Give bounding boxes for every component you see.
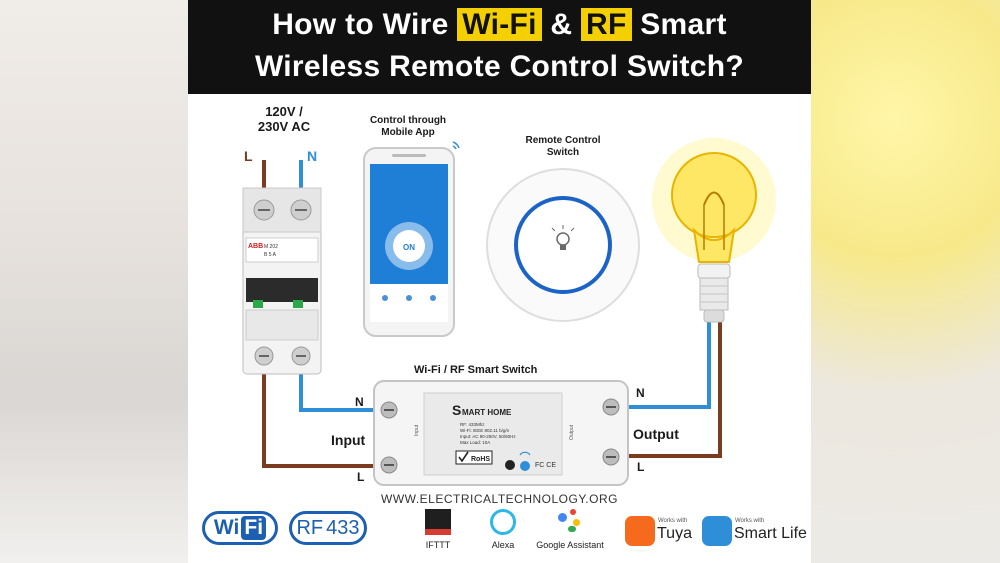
blurred-background-right [810,0,1000,563]
switch-spec: Max Load: 10A [460,440,490,445]
alexa-label: Alexa [491,540,515,550]
output-neutral-label: N [636,386,645,400]
remote-caption-line: Switch [546,147,580,158]
remote-control-switch [486,168,640,322]
phone-caption-line: Control through [369,115,447,126]
title-line-1: How to Wire Wi-Fi & RF Smart [188,8,811,42]
ifttt-logo: IFTTT [413,509,463,550]
title-rf-highlight: RF [581,8,632,41]
light-bulb [652,138,776,323]
wiring-diagram: ABB M 202 B 5 A ON [242,138,776,486]
website-url: WWW.ELECTRICALTECHNOLOGY.ORG [381,492,618,506]
switch-input-side-label: Input [414,424,420,436]
rf-logo-text: RF [296,516,324,539]
input-neutral-label: N [355,395,364,409]
google-assistant-label: Google Assistant [536,540,604,550]
tuya-icon [625,516,655,546]
rf-logo-text: 433 [326,516,360,539]
smart-life-label: Smart Life [734,525,807,542]
title-wifi-highlight: Wi-Fi [457,8,542,41]
phone-caption-line: Mobile App [381,127,435,138]
smart-life-works-with: Works with [735,518,765,524]
neutral-input-wire [299,372,383,412]
smartphone: ON [363,141,460,337]
rohs-mark: RoHS [471,456,490,463]
smart-switch-module: Input Output S MART HOME RF: 433Mhz Wi-F… [373,380,629,486]
switch-spec: RF: 433Mhz [460,422,485,427]
switch-spec: Input: AC 90-250V, 50/60Hz [460,434,516,439]
neutral-output-wire [623,322,711,409]
tuya-works-with: Works with [658,518,688,524]
google-assistant-logo: Google Assistant [530,509,610,550]
title-bar: How to Wire Wi-Fi & RF Smart Wireless Re… [188,0,811,94]
switch-spec: Wi-Fi: IEEE 802.11 b/g/n [460,428,510,433]
title-text: How to Wire [272,8,458,41]
switch-output-side-label: Output [569,424,575,440]
circuit-breaker: ABB M 202 B 5 A [242,187,322,375]
diagram-panel: How to Wire Wi-Fi & RF Smart Wireless Re… [188,0,811,563]
ce-mark: FC CE [535,462,556,469]
alexa-icon [490,509,516,535]
smart-switch-caption: Wi-Fi / RF Smart Switch [414,364,538,376]
wifi-logo-text: Wi [213,516,240,539]
wifi-logo-text: Fi [241,516,267,540]
title-text: & [541,8,582,41]
output-live-label: L [637,460,645,474]
tuya-label: Tuya [657,525,692,542]
supply-voltage-line: 120V / [265,104,303,119]
output-label: Output [633,426,679,442]
remote-caption: Remote Control Switch [503,135,623,159]
supply-live-label: L [244,148,253,164]
breaker-rating: B 5 A [264,252,277,258]
supply-neutral-label: N [307,148,318,164]
supply-voltage-label: 120V / 230V AC [252,104,316,134]
live-input-wire [262,372,383,468]
ifttt-label: IFTTT [425,540,451,550]
app-on-label: ON [403,243,415,252]
breaker-model: M 202 [264,244,278,250]
supply-voltage-line: 230V AC [257,119,311,134]
alexa-logo: Alexa [478,509,528,550]
ifttt-icon [425,509,451,535]
remote-caption-line: Remote Control [525,135,601,146]
phone-caption: Control through Mobile App [348,115,468,139]
smart-life-icon [702,516,732,546]
brand-name: MART HOME [462,408,512,417]
title-line-2: Wireless Remote Control Switch? [254,50,745,83]
input-live-label: L [357,470,365,484]
breaker-brand: ABB [248,243,263,250]
title-text: Smart [631,8,727,41]
input-label: Input [331,432,366,448]
brand-initial: S [452,402,461,418]
live-output-wire [623,322,722,458]
google-assistant-icon [556,509,584,535]
blurred-background-left [0,0,188,563]
